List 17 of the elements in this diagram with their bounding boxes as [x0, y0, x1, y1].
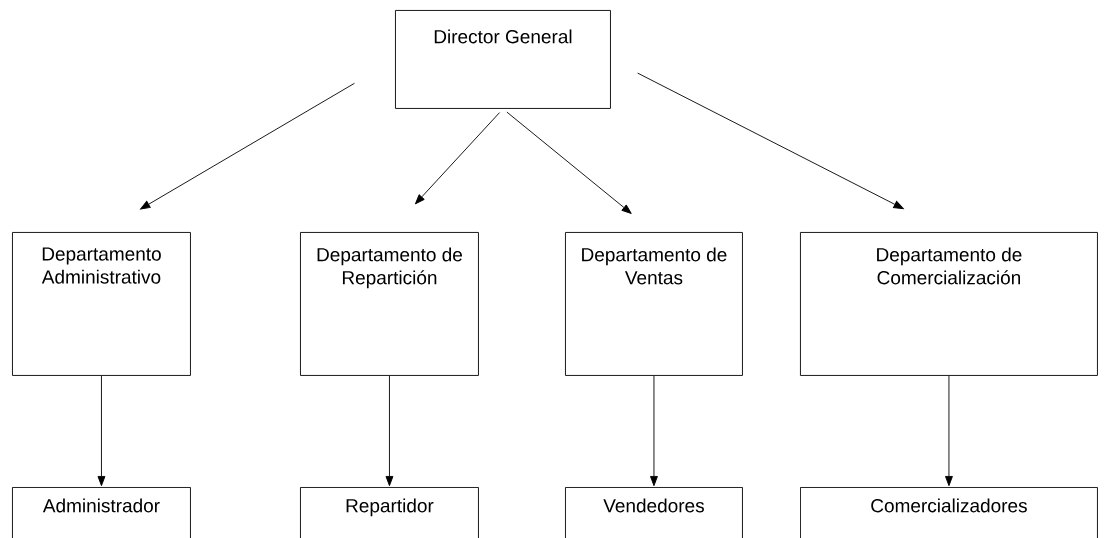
- department-box: Departamento de Comercialización: [800, 232, 1098, 376]
- department-box: Departamento de Repartición: [300, 232, 479, 376]
- arrow: [650, 375, 658, 487]
- staff-box: Vendedores: [565, 487, 743, 538]
- arrow: [140, 82, 355, 210]
- staff-box: Comercializadores: [800, 487, 1098, 538]
- director-box: Director General: [395, 10, 611, 109]
- arrow: [506, 111, 632, 214]
- staff-box: Repartidor: [300, 487, 479, 538]
- arrow: [97, 375, 106, 487]
- department-box: Departamento de Ventas: [565, 232, 743, 376]
- arrow: [637, 72, 904, 210]
- arrow: [415, 112, 500, 205]
- arrow: [385, 375, 394, 487]
- arrow: [945, 375, 953, 487]
- department-box: Departamento Administrativo: [12, 232, 191, 376]
- staff-box: Administrador: [12, 487, 191, 538]
